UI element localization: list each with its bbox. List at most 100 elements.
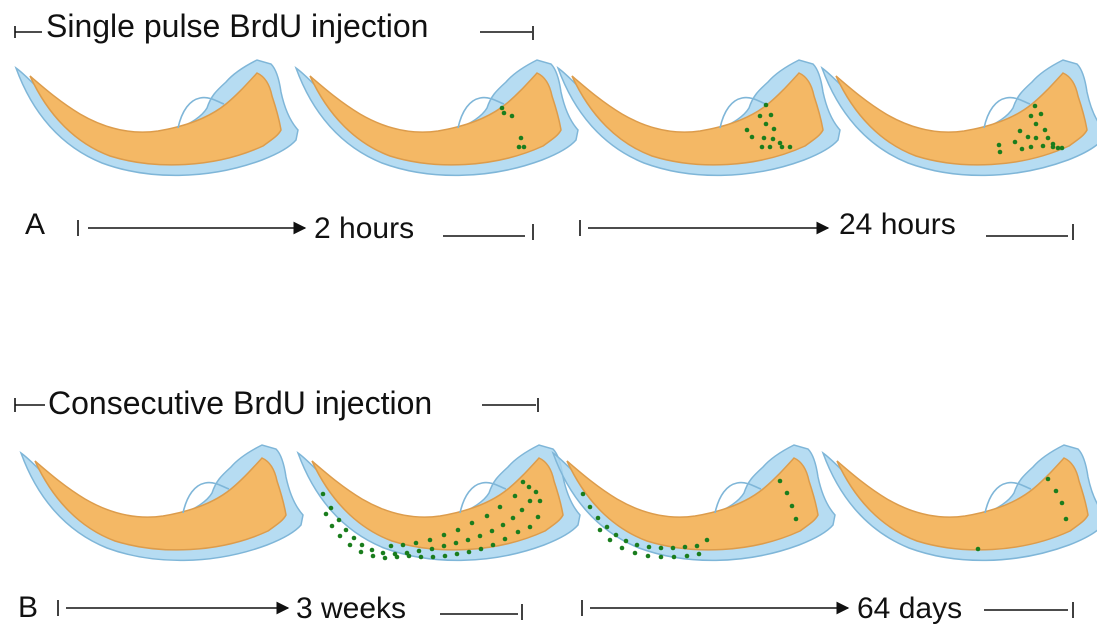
brdu-labeled-cell xyxy=(502,111,507,116)
brdu-labeled-cell xyxy=(758,114,763,119)
brdu-labeled-cell xyxy=(478,534,483,539)
brdu-labeled-cell xyxy=(485,514,490,519)
brdu-labeled-cell xyxy=(1033,104,1038,109)
drawing-a3 xyxy=(558,60,840,175)
brdu-labeled-cell xyxy=(1026,135,1031,140)
brdu-labeled-cell xyxy=(768,145,773,150)
brdu-labeled-cell xyxy=(521,480,526,485)
brdu-labeled-cell xyxy=(513,494,518,499)
brdu-labeled-cell xyxy=(1056,146,1061,151)
brdu-labeled-cell xyxy=(790,504,795,509)
brdu-labeled-cell xyxy=(517,145,522,150)
brdu-labeled-cell xyxy=(1043,128,1048,133)
panel-a: Single pulse BrdU injection A 2 hours 24… xyxy=(15,8,1097,245)
brdu-labeled-cell xyxy=(976,547,981,552)
brdu-labeled-cell xyxy=(588,505,593,510)
brdu-labeled-cell xyxy=(330,524,335,529)
brdu-labeled-cell xyxy=(769,113,774,118)
brdu-labeled-cell xyxy=(1029,145,1034,150)
brdu-labeled-cell xyxy=(683,545,688,550)
brdu-labeled-cell xyxy=(671,546,676,551)
drawing-a4 xyxy=(822,60,1097,175)
brdu-labeled-cell xyxy=(443,554,448,559)
brdu-labeled-cell xyxy=(419,555,424,560)
panel-b: Consecutive BrdU injection B 3 weeks 64 … xyxy=(15,385,1097,625)
brdu-labeled-cell xyxy=(647,545,652,550)
brdu-labeled-cell xyxy=(785,491,790,496)
brdu-labeled-cell xyxy=(407,554,412,559)
brdu-labeled-cell xyxy=(659,546,664,551)
brdu-labeled-cell xyxy=(1020,147,1025,152)
brdu-labeled-cell xyxy=(417,549,422,554)
brdu-labeled-cell xyxy=(695,544,700,549)
brdu-labeled-cell xyxy=(359,550,364,555)
brdu-labeled-cell xyxy=(1060,146,1065,151)
brdu-labeled-cell xyxy=(536,515,541,520)
brdu-labeled-cell xyxy=(466,538,471,543)
drawing-b1 xyxy=(21,445,303,560)
brdu-labeled-cell xyxy=(519,136,524,141)
brdu-labeled-cell xyxy=(1046,477,1051,482)
brdu-labeled-cell xyxy=(581,492,586,497)
brdu-labeled-cell xyxy=(442,544,447,549)
brdu-labeled-cell xyxy=(370,548,375,553)
brdu-labeled-cell xyxy=(778,479,783,484)
brdu-labeled-cell xyxy=(344,528,349,533)
brdu-labeled-cell xyxy=(321,492,326,497)
brdu-labeled-cell xyxy=(371,554,376,559)
brdu-labeled-cell xyxy=(624,539,629,544)
brdu-labeled-cell xyxy=(498,505,503,510)
brdu-labeled-cell xyxy=(764,122,769,127)
brdu-labeled-cell xyxy=(1041,144,1046,149)
brdu-labeled-cell xyxy=(528,525,533,530)
brdu-labeled-cell xyxy=(511,516,516,521)
brdu-labeled-cell xyxy=(510,114,515,119)
brdu-labeled-cell xyxy=(762,136,767,141)
brdu-labeled-cell xyxy=(389,544,394,549)
brdu-labeled-cell xyxy=(646,554,651,559)
brdu-labeled-cell xyxy=(760,145,765,150)
brdu-labeled-cell xyxy=(659,555,664,560)
brdu-labeled-cell xyxy=(428,538,433,543)
brdu-labeled-cell xyxy=(520,508,525,513)
brdu-labeled-cell xyxy=(442,533,447,538)
brdu-labeled-cell xyxy=(794,517,799,522)
brdu-labeled-cell xyxy=(608,538,613,543)
time-label-b1: 3 weeks xyxy=(296,592,406,625)
brdu-labeled-cell xyxy=(500,106,505,111)
time-label-a1: 2 hours xyxy=(314,212,414,245)
brdu-labeled-cell xyxy=(414,541,419,546)
brdu-labeled-cell xyxy=(348,543,353,548)
drawing-b4 xyxy=(823,445,1097,560)
brdu-labeled-cell xyxy=(998,150,1003,155)
brdu-labeled-cell xyxy=(338,534,343,539)
brdu-labeled-cell xyxy=(538,499,543,504)
brdu-labeled-cell xyxy=(324,512,329,517)
brdu-labeled-cell xyxy=(470,521,475,526)
brdu-labeled-cell xyxy=(1051,145,1056,150)
brdu-labeled-cell xyxy=(352,536,357,541)
brdu-labeled-cell xyxy=(1064,517,1069,522)
brdu-labeled-cell xyxy=(772,127,777,132)
brdu-labeled-cell xyxy=(614,533,619,538)
brdu-labeled-cell xyxy=(635,543,640,548)
brdu-labeled-cell xyxy=(1046,136,1051,141)
time-label-a2: 24 hours xyxy=(839,208,956,241)
brdu-labeled-cell xyxy=(1034,136,1039,141)
brdu-labeled-cell xyxy=(329,506,334,511)
brdu-labeled-cell xyxy=(685,554,690,559)
brdu-labeled-cell xyxy=(1029,114,1034,119)
brdu-labeled-cell xyxy=(455,552,460,557)
brdu-labeled-cell xyxy=(1054,489,1059,494)
drawing-a1 xyxy=(16,60,298,175)
brdu-labeled-cell xyxy=(503,537,508,542)
brdu-labeled-cell xyxy=(697,552,702,557)
brdu-labeled-cell xyxy=(360,543,365,548)
brdu-labeled-cell xyxy=(522,145,527,150)
brdu-labeled-cell xyxy=(1034,122,1039,127)
brdu-labeled-cell xyxy=(672,555,677,560)
brdu-labeled-cell xyxy=(997,143,1002,148)
title-a: Single pulse BrdU injection xyxy=(46,8,428,44)
brdu-labeled-cell xyxy=(605,525,610,530)
